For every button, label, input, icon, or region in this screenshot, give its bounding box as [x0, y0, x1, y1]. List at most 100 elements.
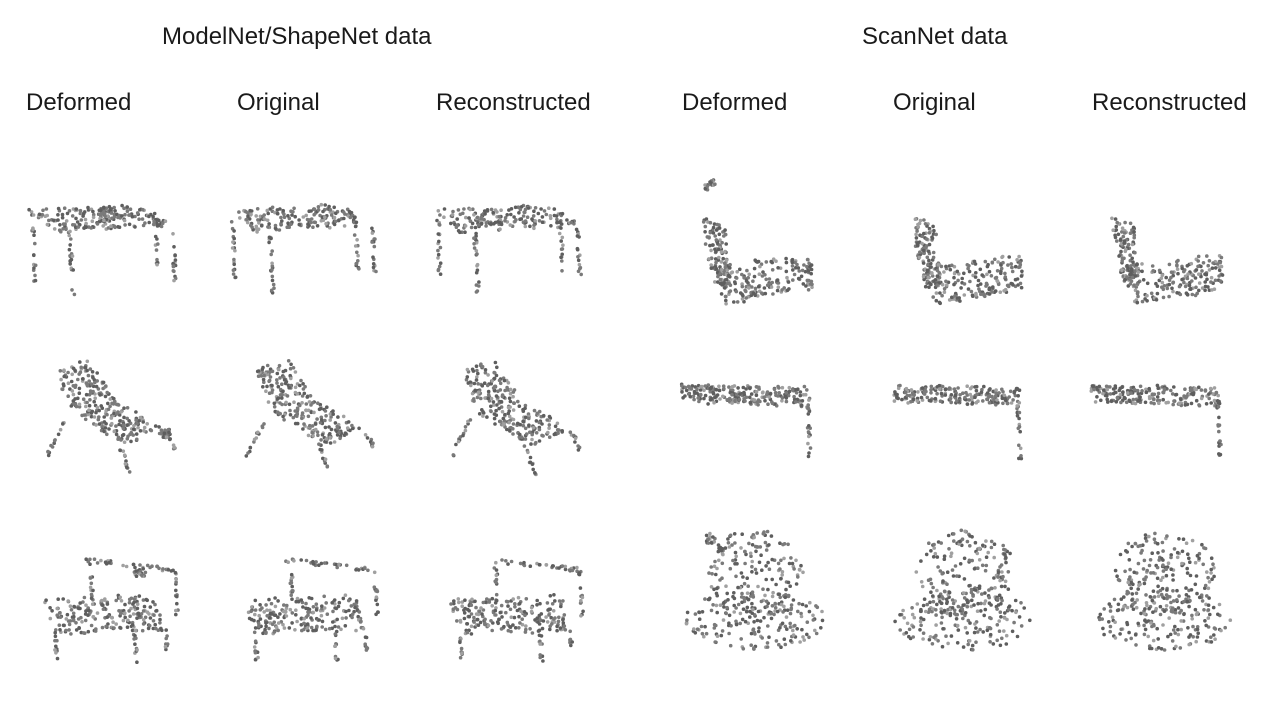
point — [456, 439, 461, 444]
point — [64, 617, 69, 621]
point — [983, 259, 988, 264]
point — [517, 614, 521, 619]
cell-row1-original-left-svg — [229, 202, 378, 295]
point — [1138, 582, 1142, 587]
point — [57, 228, 62, 232]
point — [952, 608, 957, 613]
point — [790, 388, 795, 392]
point — [458, 655, 463, 660]
point — [984, 281, 989, 286]
point — [1006, 263, 1010, 267]
point — [96, 417, 101, 422]
point — [275, 208, 280, 212]
point — [167, 430, 171, 435]
point — [290, 611, 295, 615]
cell-row2-reconstructed-right — [1070, 340, 1250, 490]
point — [472, 615, 476, 620]
point — [711, 231, 716, 235]
point — [145, 598, 149, 603]
point — [754, 549, 758, 554]
point — [930, 236, 935, 240]
point — [138, 415, 143, 420]
point — [490, 379, 494, 383]
point — [149, 428, 154, 433]
point — [71, 268, 75, 272]
point — [493, 608, 498, 613]
point — [127, 600, 132, 605]
point — [1203, 389, 1208, 393]
point — [77, 391, 82, 395]
point — [763, 398, 767, 403]
point — [766, 560, 770, 565]
point — [552, 617, 556, 621]
point — [695, 387, 699, 391]
point — [1125, 550, 1129, 554]
point — [763, 593, 767, 598]
point — [87, 403, 92, 408]
point — [998, 610, 1003, 614]
point — [927, 258, 931, 263]
point — [905, 393, 910, 398]
point — [1210, 266, 1215, 270]
point — [1105, 397, 1109, 402]
point — [723, 228, 727, 232]
point — [1125, 592, 1129, 596]
point — [915, 241, 920, 245]
point — [173, 570, 178, 575]
point — [49, 443, 53, 448]
point — [1125, 264, 1129, 268]
point — [525, 215, 530, 219]
point — [161, 221, 165, 226]
point — [78, 601, 82, 605]
point — [336, 218, 341, 223]
point — [955, 623, 960, 628]
point — [927, 281, 932, 285]
point — [562, 624, 567, 628]
point — [1210, 288, 1214, 292]
point — [920, 241, 924, 246]
point — [970, 643, 975, 648]
point — [259, 224, 264, 228]
point — [794, 391, 799, 395]
point — [961, 391, 965, 395]
point — [761, 531, 766, 536]
point — [722, 261, 727, 265]
point — [978, 282, 983, 286]
point — [987, 388, 991, 392]
point — [479, 606, 483, 610]
point — [992, 397, 996, 402]
point — [261, 377, 266, 382]
point — [1164, 604, 1169, 608]
point — [309, 616, 313, 620]
point — [78, 208, 83, 213]
point — [1174, 392, 1179, 397]
point — [1113, 636, 1118, 640]
point — [501, 423, 505, 427]
point — [323, 627, 328, 632]
point — [111, 402, 116, 406]
point — [806, 454, 811, 459]
point — [281, 208, 285, 213]
point — [563, 628, 568, 632]
point — [1135, 300, 1140, 305]
point — [524, 597, 529, 601]
point — [969, 604, 974, 609]
point — [354, 628, 358, 633]
column-label-reconstructed-left: Reconstructed — [436, 89, 591, 116]
point — [341, 596, 346, 601]
point — [995, 607, 999, 611]
point — [103, 597, 107, 601]
point — [74, 628, 79, 632]
point — [1135, 598, 1139, 602]
point — [59, 377, 63, 382]
point — [789, 603, 794, 607]
point — [735, 270, 739, 274]
point — [44, 207, 49, 211]
point — [113, 225, 117, 230]
point — [807, 635, 811, 640]
point — [267, 597, 271, 602]
point — [998, 578, 1002, 583]
point — [709, 541, 714, 545]
point — [171, 269, 176, 273]
point — [920, 386, 925, 390]
